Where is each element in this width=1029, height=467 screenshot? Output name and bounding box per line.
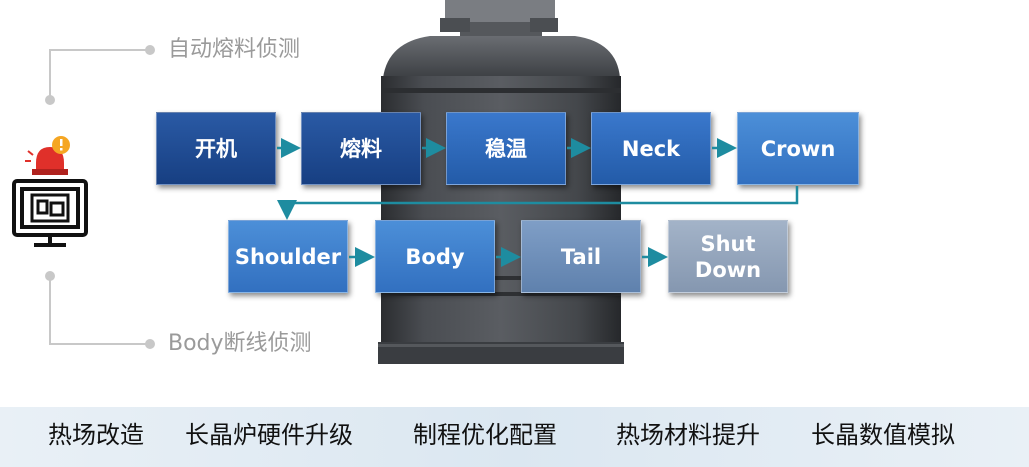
improvement-bar (0, 407, 1029, 467)
alarm-monitor-icon (12, 136, 88, 247)
step-body: Body (375, 220, 495, 293)
item-furnace-hardware-upgrade: 长晶炉硬件升级 (185, 421, 353, 449)
step-power-on: 开机 (156, 112, 276, 185)
item-crystal-growth-simulation: 长晶数值模拟 (811, 421, 955, 449)
item-thermal-field-retrofit: 热场改造 (48, 421, 144, 449)
step-crown: Crown (737, 112, 859, 185)
alarm-light-icon (25, 136, 70, 175)
step-tail: Tail (521, 220, 641, 293)
step-melting: 熔料 (301, 112, 421, 185)
furnace-illustration (378, 0, 624, 364)
flow-arrows (277, 138, 799, 267)
step-neck: Neck (591, 112, 711, 185)
side-connectors (45, 45, 155, 349)
step-shoulder: Shoulder (228, 220, 348, 293)
step-shut-down: Shut Down (668, 220, 788, 293)
arrow-5 (277, 186, 799, 220)
step-stabilize: 稳温 (446, 112, 566, 185)
label-auto-melt-detection: 自动熔料侦测 (168, 37, 301, 62)
label-body-break-detection: Body断线侦测 (168, 331, 312, 356)
item-thermal-material-upgrade: 热场材料提升 (616, 421, 760, 449)
monitor-icon (12, 179, 88, 247)
item-process-optimization: 制程优化配置 (413, 421, 557, 449)
